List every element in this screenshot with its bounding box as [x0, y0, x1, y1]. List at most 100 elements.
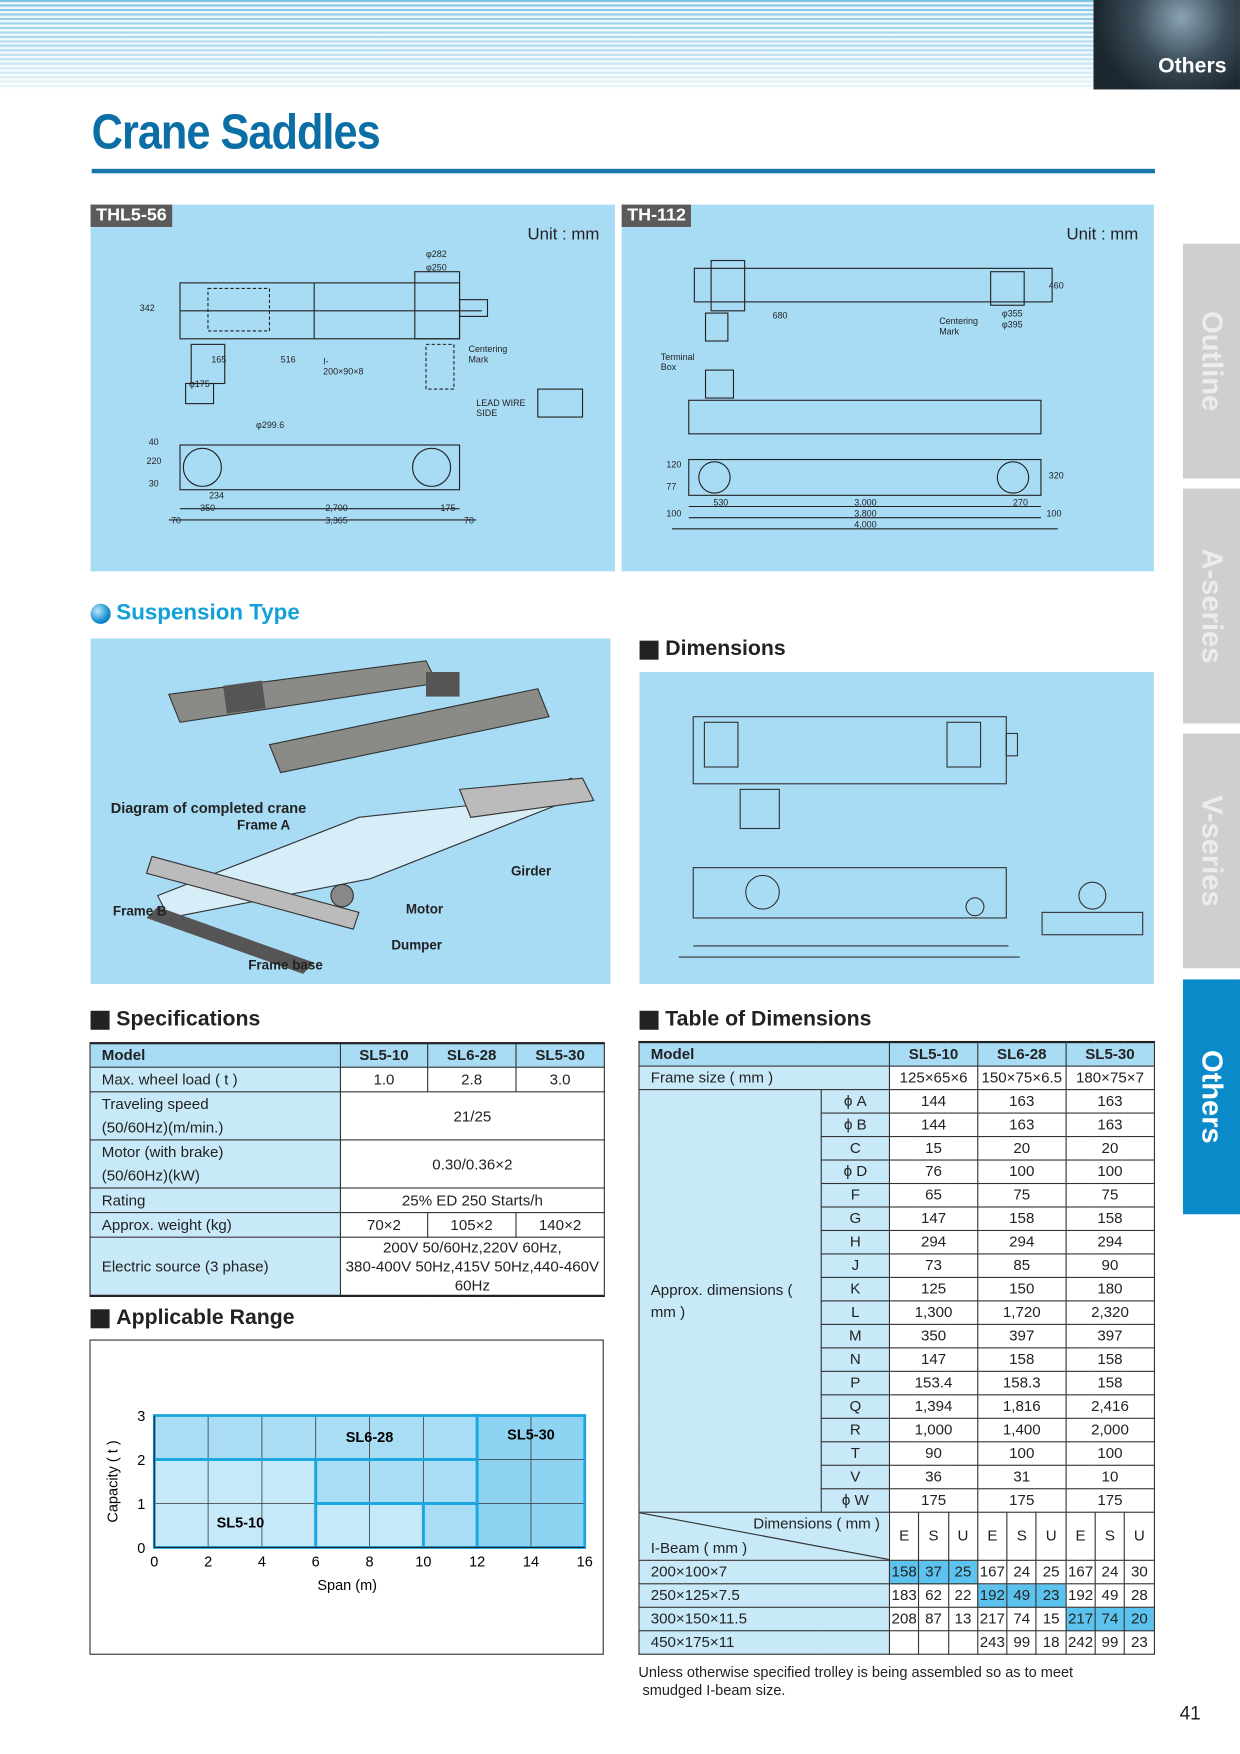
section-badge: Others	[1093, 0, 1240, 90]
value-cell: 2,320	[1065, 1300, 1155, 1325]
value-cell: 28	[1124, 1583, 1155, 1608]
square-bullet-icon	[90, 1308, 110, 1328]
y-tick-label: 0	[137, 1541, 145, 1557]
value-cell: 22	[947, 1583, 979, 1608]
region-sl6-28	[423, 1503, 478, 1548]
label-motor: Motor	[405, 901, 444, 917]
annotation: 100	[666, 508, 682, 519]
group-label: Approx. dimensions ( mm )	[638, 1089, 822, 1513]
dimension-key: ϕ B	[820, 1112, 891, 1138]
heading-text: Specifications	[116, 1007, 261, 1031]
value-cell: 90	[1065, 1253, 1155, 1278]
tab-label: V-series	[1195, 795, 1229, 907]
value-cell: 18	[1035, 1630, 1067, 1655]
column-header: S	[1094, 1511, 1126, 1561]
table-row: Electric source (3 phase)200V 50/60Hz,22…	[89, 1236, 605, 1297]
value-cell: 23	[1124, 1630, 1155, 1655]
column-header: E	[888, 1511, 920, 1561]
specifications-heading: Specifications	[90, 1007, 261, 1032]
value-cell: 1.0	[339, 1066, 428, 1093]
annotation: 350	[200, 503, 216, 514]
row-label: Traveling speed (50/60Hz)(m/min.)	[89, 1091, 342, 1141]
header-cell: SL5-10	[888, 1040, 979, 1067]
value-cell: 25	[947, 1559, 979, 1585]
value-cell: 15	[1035, 1606, 1067, 1632]
value-cell: 37	[918, 1559, 949, 1585]
value-cell: 24	[1006, 1559, 1038, 1585]
value-cell: 150×75×6.5	[977, 1065, 1067, 1091]
dimension-key: F	[820, 1182, 891, 1208]
value-cell: 243	[977, 1630, 1008, 1655]
dimension-key: H	[820, 1229, 891, 1255]
value-cell: 1,400	[977, 1417, 1067, 1443]
annotation: 100	[1046, 508, 1062, 519]
value-cell: 217	[1065, 1606, 1096, 1632]
column-header: U	[947, 1511, 979, 1561]
annotation: φ355	[1001, 308, 1023, 319]
tab-v-series[interactable]: V-series	[1182, 733, 1240, 969]
section-label: Others	[1158, 54, 1227, 79]
annotation: φ250	[425, 262, 447, 273]
row-label: Approx. weight (kg)	[89, 1212, 342, 1238]
annotation: Terminal Box	[660, 352, 695, 373]
ibeam-size: 300×150×11.5	[638, 1606, 891, 1632]
value-cell: 30	[1124, 1559, 1155, 1585]
row-label: Frame size ( mm )	[638, 1065, 891, 1091]
dims-label: Dimensions ( mm )	[753, 1515, 880, 1532]
dimension-key: C	[820, 1135, 891, 1161]
value-cell: 208	[888, 1606, 920, 1632]
value-cell: 87	[918, 1606, 949, 1632]
column-header: U	[1124, 1511, 1155, 1561]
value-cell: 31	[977, 1464, 1067, 1490]
value-cell: 3.0	[515, 1066, 605, 1093]
value-cell: 158	[1065, 1370, 1155, 1396]
value-cell: 15	[888, 1135, 979, 1161]
table-of-dimensions-heading: Table of Dimensions	[639, 1007, 872, 1032]
y-axis-label: Capacity ( t )	[105, 1440, 121, 1522]
annotation: 680	[772, 310, 788, 321]
value-cell: 75	[1065, 1182, 1155, 1208]
value-cell: 180	[1065, 1276, 1155, 1302]
annotation: Centering Mark	[939, 316, 978, 337]
value-cell: 99	[1006, 1630, 1038, 1655]
value-cell: 49	[1094, 1583, 1126, 1608]
dimension-key: G	[820, 1206, 891, 1232]
x-tick-label: 2	[204, 1554, 212, 1570]
value-cell: 0.30/0.36×2	[339, 1139, 605, 1189]
tab-others[interactable]: Others	[1182, 979, 1240, 1215]
heading-text: Dimensions	[665, 637, 786, 661]
annotation: φ175	[188, 379, 210, 390]
column-header: S	[918, 1511, 949, 1561]
annotation: 3,000	[854, 497, 877, 508]
annotation: φ395	[1001, 319, 1023, 330]
label-dumper: Dumper	[391, 936, 443, 953]
value-cell: 175	[888, 1488, 979, 1513]
value-cell: 21/25	[339, 1091, 605, 1141]
unit-label: Unit : mm	[1066, 224, 1139, 244]
table-row: Traveling speed (50/60Hz)(m/min.)21/25	[89, 1091, 605, 1141]
dimension-key: ϕ A	[820, 1089, 891, 1114]
header-cell: SL6-28	[977, 1040, 1067, 1067]
value-cell: 150	[977, 1276, 1067, 1302]
dimension-key: V	[820, 1464, 891, 1490]
heading-text: Applicable Range	[116, 1305, 295, 1330]
annotation: 3,365	[325, 515, 348, 526]
value-cell: 13	[947, 1606, 979, 1632]
tab-outline[interactable]: Outline	[1182, 243, 1240, 479]
dimension-key: N	[820, 1347, 891, 1372]
annotation: 30	[148, 478, 159, 489]
value-cell: 62	[918, 1583, 949, 1608]
page-title: Crane Saddles	[91, 105, 381, 160]
region-label: SL6-28	[346, 1430, 394, 1446]
heading-text: Table of Dimensions	[665, 1007, 872, 1031]
tab-a-series[interactable]: A-series	[1182, 488, 1240, 724]
